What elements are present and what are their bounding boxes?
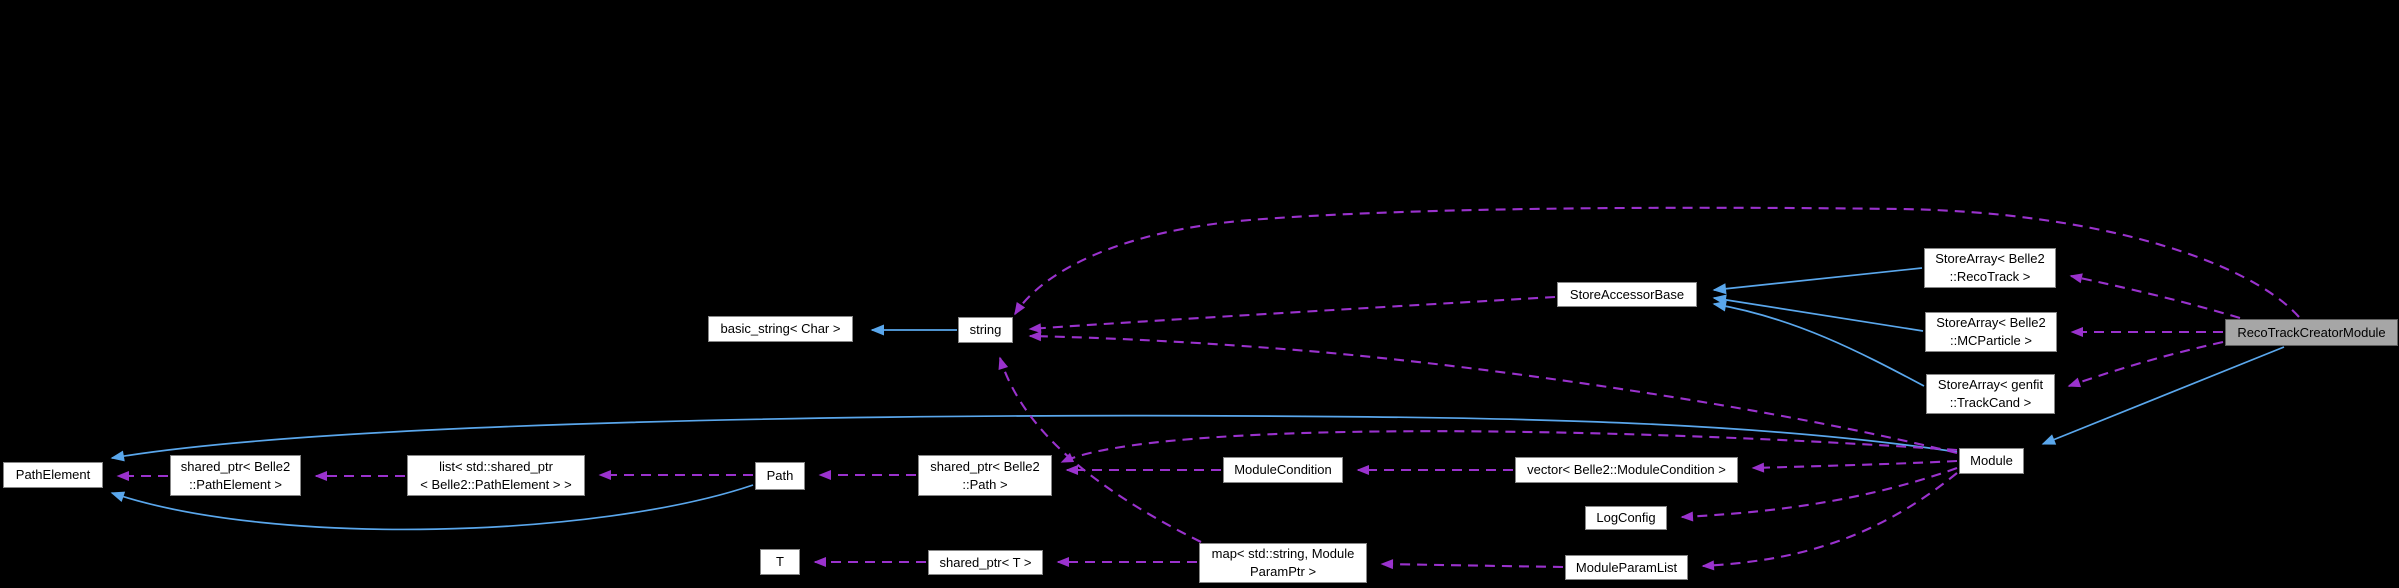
edge-trackcand-to-storeaccessorbase xyxy=(1712,300,1925,387)
edge-storeaccessorbase-to-string xyxy=(1028,295,1556,334)
node-vector-module-condition[interactable]: vector< Belle2::ModuleCondition > xyxy=(1515,457,1738,483)
node-store-array-track-cand[interactable]: StoreArray< genfit ::TrackCand > xyxy=(1926,374,2055,414)
node-store-array-mc-particle[interactable]: StoreArray< Belle2 ::MCParticle > xyxy=(1925,312,2057,352)
node-map-module-param[interactable]: map< std::string, Module ParamPtr > xyxy=(1199,543,1367,583)
node-t[interactable]: T xyxy=(760,549,800,575)
node-basic-string-char[interactable]: basic_string< Char > xyxy=(708,316,853,342)
edge-module-to-vector xyxy=(1751,459,1958,473)
node-shared-ptr-path-element[interactable]: shared_ptr< Belle2 ::PathElement > xyxy=(170,455,301,496)
edge-module-to-logconfig xyxy=(1680,467,1958,522)
edge-module-to-pathelement xyxy=(110,414,1958,462)
node-list-shared-ptr-path-element[interactable]: list< std::shared_ptr < Belle2::PathElem… xyxy=(407,455,585,496)
node-log-config[interactable]: LogConfig xyxy=(1585,506,1667,530)
node-reco-track-creator-module: RecoTrackCreatorModule xyxy=(2225,319,2398,346)
edge-recotrackcreator-to-string xyxy=(1014,206,2300,318)
node-module-condition[interactable]: ModuleCondition xyxy=(1223,457,1343,483)
edge-module-to-string xyxy=(1028,331,1958,455)
node-path[interactable]: Path xyxy=(755,462,805,490)
edge-module-to-moduleparamlist xyxy=(1701,472,1958,571)
edge-recotrackcreator-to-trackcand xyxy=(2067,340,2224,388)
node-module[interactable]: Module xyxy=(1959,448,2024,474)
node-path-element[interactable]: PathElement xyxy=(3,462,103,488)
edge-recotrack-to-storeaccessorbase xyxy=(1712,267,1923,295)
node-string[interactable]: string xyxy=(958,317,1013,343)
node-store-accessor-base[interactable]: StoreAccessorBase xyxy=(1557,282,1697,307)
edge-recotrackcreator-to-module xyxy=(2041,346,2285,445)
node-store-array-reco-track[interactable]: StoreArray< Belle2 ::RecoTrack > xyxy=(1924,248,2056,288)
edge-mcparticle-to-storeaccessorbase xyxy=(1712,294,1924,332)
edge-module-to-sharedptrpath xyxy=(1060,430,1958,463)
node-shared-ptr-t[interactable]: shared_ptr< T > xyxy=(928,550,1043,575)
edge-path-to-pathelement xyxy=(110,484,754,531)
edge-moduleparamlist-to-map xyxy=(1380,559,1564,570)
node-module-param-list[interactable]: ModuleParamList xyxy=(1565,555,1688,580)
edge-recotrackcreator-to-recotrack xyxy=(2069,273,2241,320)
node-shared-ptr-path[interactable]: shared_ptr< Belle2 ::Path > xyxy=(918,455,1052,496)
